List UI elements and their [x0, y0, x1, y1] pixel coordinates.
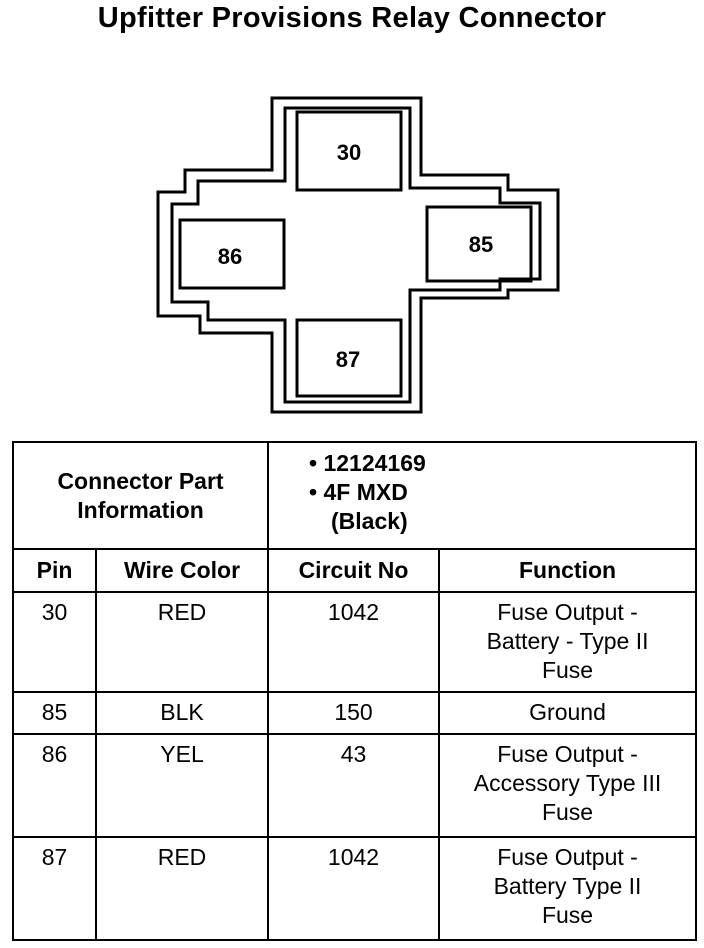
row-function: Fuse Output - Battery Type II Fuse: [438, 836, 698, 941]
row-wire-color: YEL: [94, 733, 270, 838]
connector-info-table: Connector Part Information • 12124169 • …: [11, 441, 698, 941]
pin-87-cavity: [295, 318, 403, 398]
row-wire-color: RED: [94, 836, 270, 941]
pin-86-label: 86: [218, 244, 242, 269]
connector-housing-inner: [170, 106, 542, 404]
pin-87-label: 87: [336, 347, 360, 372]
header-function: Function: [438, 548, 698, 593]
table-row: 87 RED 1042 Fuse Output - Battery Type I…: [12, 836, 698, 941]
row-pin: 85: [12, 691, 97, 735]
part-info-row: Connector Part Information • 12124169 • …: [11, 441, 698, 550]
row-pin: 86: [12, 733, 97, 838]
table-header-row: Pin Wire Color Circuit No Function: [12, 548, 698, 593]
row-circuit: 150: [267, 691, 441, 735]
part-number: 12124169: [323, 450, 426, 476]
header-pin: Pin: [12, 548, 97, 593]
part-type-line: • 4F MXD: [309, 479, 408, 505]
table-row: 86 YEL 43 Fuse Output - Accessory Type I…: [12, 733, 698, 838]
row-circuit: 1042: [267, 591, 441, 693]
pin-85-label: 85: [469, 232, 493, 257]
table-row: 30 RED 1042 Fuse Output - Battery - Type…: [12, 591, 698, 693]
connector-housing-outer: [156, 96, 560, 414]
part-type: 4F MXD: [323, 479, 408, 505]
row-pin: 87: [12, 836, 97, 941]
row-function: Fuse Output - Battery - Type II Fuse: [438, 591, 698, 693]
row-wire-color: RED: [94, 591, 270, 693]
pin-86-cavity: [178, 218, 286, 290]
row-function: Ground: [438, 691, 698, 735]
pin-85-cavity: [425, 205, 533, 283]
table-row: 85 BLK 150 Ground: [12, 691, 698, 735]
page-title: Upfitter Provisions Relay Connector: [97, 2, 607, 34]
pin-30-label: 30: [337, 140, 361, 165]
row-function: Fuse Output - Accessory Type III Fuse: [438, 733, 698, 838]
header-circuit-no: Circuit No: [267, 548, 441, 593]
row-circuit: 43: [267, 733, 441, 838]
part-number-line: • 12124169: [309, 450, 426, 476]
row-circuit: 1042: [267, 836, 441, 941]
part-info-label-line1: Connector Part: [57, 467, 224, 494]
part-color: (Black): [331, 508, 408, 534]
pin-30-cavity: [295, 110, 403, 192]
row-wire-color: BLK: [94, 691, 270, 735]
header-wire-color: Wire Color: [94, 548, 270, 593]
part-info-label-line2: Information: [77, 496, 204, 523]
part-info-label: Connector Part Information: [11, 441, 270, 550]
connector-diagram: 30 86 85 87: [156, 96, 560, 414]
row-pin: 30: [12, 591, 97, 693]
part-info-values: • 12124169 • 4F MXD (Black): [267, 441, 698, 550]
